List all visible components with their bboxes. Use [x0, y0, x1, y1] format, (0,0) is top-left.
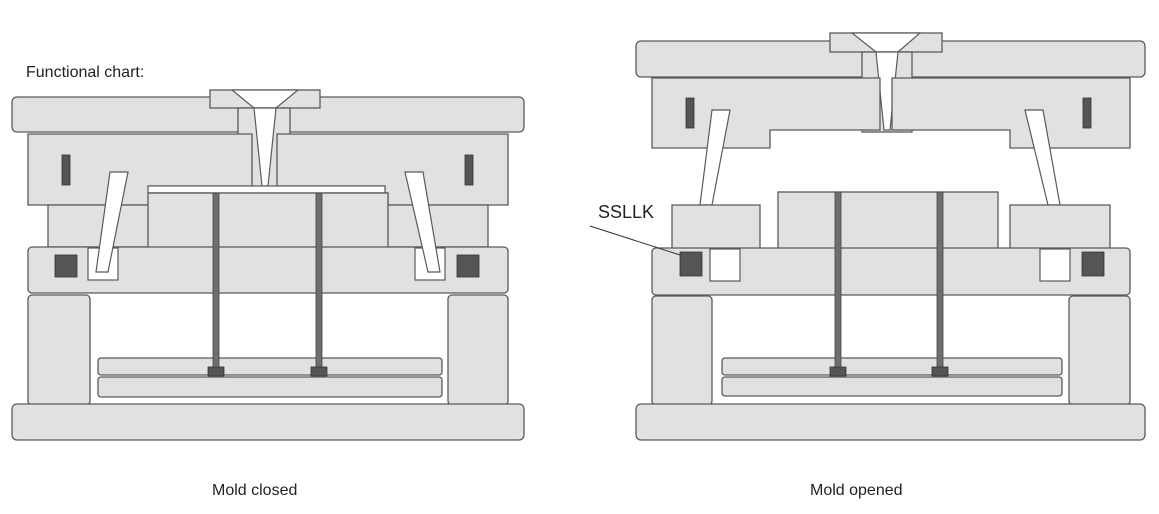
ejector-retainer-plate: [721, 357, 1063, 376]
core-insert: [147, 192, 389, 249]
support-pillar-left: [651, 295, 713, 406]
slider-right: [1009, 204, 1111, 251]
slider-pocket-right: [1039, 248, 1071, 282]
spring-icon: [1081, 251, 1105, 277]
screw-icon: [1082, 97, 1092, 129]
core-insert: [777, 191, 999, 250]
ejector-plate: [97, 376, 443, 398]
screw-icon: [685, 97, 695, 129]
diagram-heading: Functional chart:: [26, 64, 145, 81]
ejector-pin: [212, 192, 220, 369]
support-pillar-right: [447, 294, 509, 406]
ejector-plate: [721, 376, 1063, 397]
screw-icon: [61, 154, 71, 186]
ejector-pin: [315, 192, 323, 369]
callout-leader-line: [589, 225, 681, 256]
spring-icon: [679, 251, 703, 277]
caption-mold-opened: Mold opened: [810, 482, 903, 499]
angle-pin-right: [404, 171, 441, 273]
ejector-pin-head: [931, 366, 949, 377]
core-plate: [27, 246, 509, 294]
bottom-clamp-plate: [11, 403, 525, 441]
callout-label-sslk: SSLLK: [598, 202, 655, 222]
sprue-channel: [875, 51, 899, 131]
ejector-pin: [936, 191, 944, 369]
mold-opened-diagram: [589, 32, 1146, 441]
ejector-pin-head: [829, 366, 847, 377]
ejector-retainer-plate: [97, 357, 443, 376]
molded-part: [147, 185, 386, 194]
angle-pin-left: [95, 171, 129, 273]
spring-icon: [456, 254, 480, 278]
support-pillar-right: [1068, 295, 1131, 406]
ejector-pin: [834, 191, 842, 369]
screw-icon: [464, 154, 474, 186]
core-plate: [651, 247, 1131, 296]
ejector-pin-head: [207, 366, 225, 377]
spring-icon: [54, 254, 78, 278]
mold-closed-diagram: [11, 89, 525, 441]
cavity-plate-right: [891, 77, 1131, 149]
support-pillar-left: [27, 294, 91, 406]
caption-mold-closed: Mold closed: [212, 482, 298, 499]
slider-pocket-left: [709, 248, 741, 282]
bottom-clamp-plate: [635, 403, 1146, 441]
slider-left: [671, 204, 761, 251]
ejector-pin-head: [310, 366, 328, 377]
